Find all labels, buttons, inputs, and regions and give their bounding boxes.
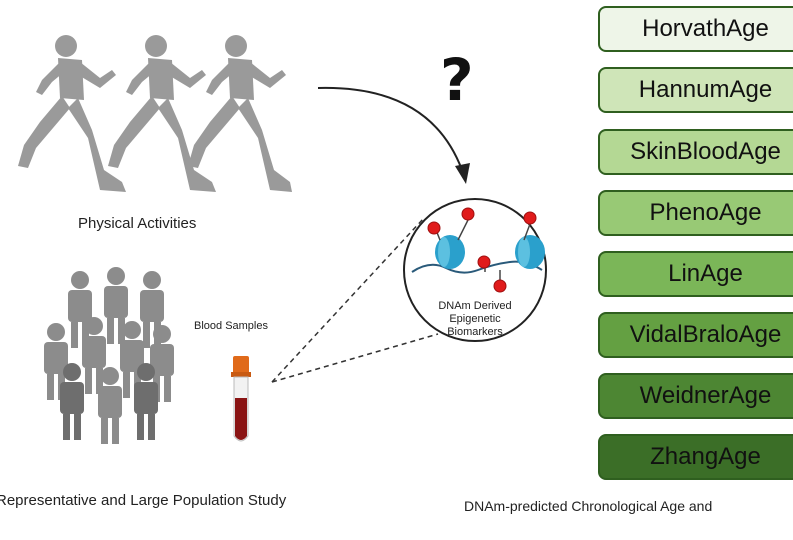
population-study-label: Representative and Large Population Stud…	[0, 492, 287, 509]
dnam-line-1: DNAm Derived	[438, 300, 512, 312]
population-icon	[44, 267, 174, 444]
methyl-dot	[461, 207, 475, 221]
clock-box-weidner: WeidnerAge	[598, 373, 793, 419]
methyl-dot	[523, 211, 537, 225]
dnam-line-2: Epigenetic	[449, 313, 501, 325]
clock-box-pheno: PhenoAge	[598, 190, 793, 236]
clock-box-lin: LinAge	[598, 251, 793, 297]
physical-activities-label: Physical Activities	[78, 215, 197, 232]
dna-circle	[403, 198, 547, 342]
question-mark: ?	[440, 46, 474, 114]
runner-icon	[18, 35, 126, 192]
runners-icon	[18, 35, 292, 192]
dnam-biomarkers-label: DNAm Derived Epigenetic Biomarkers	[410, 300, 540, 339]
clock-box-hannum: HannumAge	[598, 67, 793, 113]
runner-icon	[108, 35, 216, 192]
methyl-dot	[477, 255, 491, 269]
methyl-dot	[493, 279, 507, 293]
dashed-connector	[271, 217, 439, 383]
clock-box-horvath: HorvathAge	[598, 6, 793, 52]
bottom-right-label: DNAm-predicted Chronological Age and	[464, 498, 713, 514]
methyl-dot	[427, 221, 441, 235]
clock-box-vidalbralo: VidalBraloAge	[598, 312, 793, 358]
curved-arrow	[317, 86, 470, 184]
blood-tube-icon	[231, 356, 251, 442]
runner-icon	[188, 35, 292, 192]
nucleosome-icon	[515, 235, 545, 269]
clock-box-zhang: ZhangAge	[598, 434, 793, 480]
blood-samples-label: Blood Samples	[194, 320, 268, 332]
dnam-line-3: Biomarkers	[447, 326, 503, 338]
clock-box-skinblood: SkinBloodAge	[598, 129, 793, 175]
nucleosome-icon	[435, 235, 465, 269]
